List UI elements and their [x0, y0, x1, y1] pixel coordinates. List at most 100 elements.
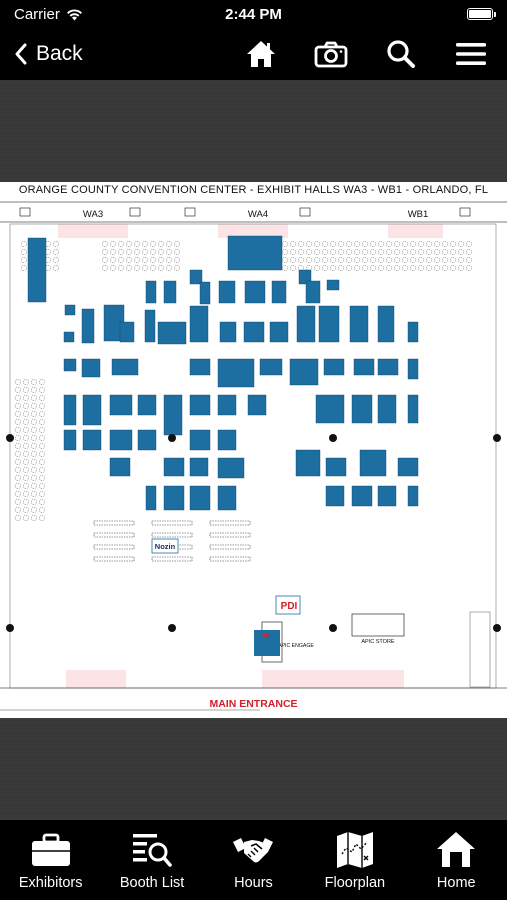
seat-ring — [306, 257, 312, 263]
hall-label-wb1: WB1 — [408, 209, 429, 220]
booth — [271, 280, 287, 304]
seat-ring — [31, 387, 37, 393]
seat-ring — [23, 443, 29, 449]
seat-ring — [402, 249, 408, 255]
booth — [295, 449, 321, 477]
booth — [145, 485, 157, 511]
tab-bar: Exhibitors Booth List Hours — [0, 820, 507, 900]
seat-ring — [31, 443, 37, 449]
seat-ring — [282, 249, 288, 255]
seat-ring — [45, 265, 51, 271]
seat-ring — [370, 249, 376, 255]
seat-ring — [306, 249, 312, 255]
seat-ring — [31, 475, 37, 481]
hall-label-wa4: WA4 — [248, 209, 268, 220]
seat-ring — [458, 241, 464, 247]
booth — [377, 394, 397, 424]
seat-ring — [354, 257, 360, 263]
seat-ring — [102, 257, 108, 263]
seat-ring — [21, 249, 27, 255]
seat-ring — [39, 515, 45, 521]
seat-ring — [298, 249, 304, 255]
battery-icon — [467, 8, 496, 20]
booth — [163, 394, 183, 436]
seat-ring — [370, 257, 376, 263]
search-icon[interactable] — [383, 36, 419, 72]
seat-ring — [31, 515, 37, 521]
seat-ring — [23, 507, 29, 513]
seat-ring — [354, 249, 360, 255]
seat-ring — [110, 241, 116, 247]
booth — [315, 394, 345, 424]
nav-icons — [243, 28, 489, 80]
booth — [323, 358, 345, 376]
seat-ring — [15, 379, 21, 385]
booth — [318, 305, 340, 343]
tab-floorplan[interactable]: Floorplan — [305, 828, 405, 891]
seat-ring — [402, 241, 408, 247]
home-icon[interactable] — [243, 36, 279, 72]
seat-ring — [23, 459, 29, 465]
seat-ring — [466, 241, 472, 247]
tab-booth-list[interactable]: Booth List — [102, 828, 202, 891]
seat-ring — [45, 241, 51, 247]
floorplan-title: ORANGE COUNTY CONVENTION CENTER - EXHIBI… — [18, 184, 489, 196]
battery-fill — [469, 10, 491, 18]
seat-ring — [362, 265, 368, 271]
booth — [351, 485, 373, 507]
back-label: Back — [36, 42, 83, 65]
floorplan-image[interactable]: ORANGE COUNTY CONVENTION CENTER - EXHIBI… — [0, 182, 507, 718]
tab-hours[interactable]: Hours — [203, 828, 303, 891]
main-entrance-label: MAIN ENTRANCE — [209, 698, 298, 710]
seat-ring — [31, 395, 37, 401]
seat-ring — [53, 257, 59, 263]
column-marker — [168, 624, 176, 632]
back-button[interactable]: Back — [0, 42, 83, 66]
seat-ring — [15, 395, 21, 401]
tab-exhibitors[interactable]: Exhibitors — [1, 828, 101, 891]
camera-icon[interactable] — [313, 36, 349, 72]
seat-ring — [23, 483, 29, 489]
seat-ring — [102, 241, 108, 247]
seat-ring — [23, 411, 29, 417]
seat-ring — [330, 241, 336, 247]
seat-ring — [386, 257, 392, 263]
seat-ring — [150, 249, 156, 255]
booth — [63, 394, 77, 426]
seat-ring — [338, 249, 344, 255]
seat-ring — [418, 249, 424, 255]
seat-ring — [378, 265, 384, 271]
seat-ring — [378, 257, 384, 263]
seat-ring — [410, 241, 416, 247]
seat-ring — [21, 241, 27, 247]
seat-ring — [330, 265, 336, 271]
booth — [219, 321, 237, 343]
seat-ring — [466, 265, 472, 271]
seat-ring — [15, 475, 21, 481]
seat-ring — [434, 241, 440, 247]
list-search-icon — [132, 828, 172, 872]
booth — [217, 358, 255, 388]
booth — [163, 280, 177, 304]
seat-ring — [442, 241, 448, 247]
menu-icon[interactable] — [453, 36, 489, 72]
booth — [163, 485, 185, 511]
seat-ring — [31, 403, 37, 409]
seat-ring — [23, 467, 29, 473]
status-bar: Carrier 2:44 PM — [0, 0, 507, 28]
seat-ring — [306, 241, 312, 247]
booth — [298, 269, 312, 285]
seating-row — [93, 544, 135, 550]
booth — [163, 457, 185, 477]
seat-ring — [31, 491, 37, 497]
seat-ring — [118, 265, 124, 271]
seat-ring — [15, 387, 21, 393]
seat-ring — [434, 257, 440, 263]
seat-ring — [362, 249, 368, 255]
map-viewport[interactable]: ORANGE COUNTY CONVENTION CENTER - EXHIBI… — [0, 80, 507, 820]
booth — [305, 280, 321, 304]
seat-ring — [442, 265, 448, 271]
tab-hours-label: Hours — [234, 875, 273, 891]
seat-ring — [410, 257, 416, 263]
tab-home[interactable]: Home — [406, 828, 506, 891]
